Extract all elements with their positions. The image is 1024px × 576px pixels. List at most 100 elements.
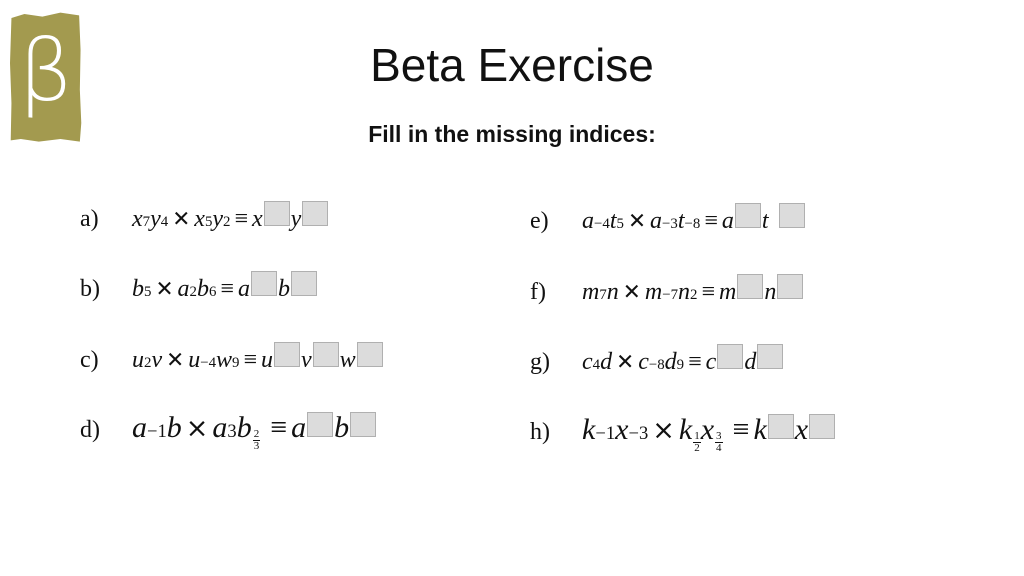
variable: k <box>582 413 596 446</box>
variable: c <box>638 349 649 375</box>
variable: b <box>132 276 144 302</box>
variable: k <box>753 413 767 446</box>
variable: w <box>339 347 356 373</box>
beta-logo: β <box>10 12 82 142</box>
equivalent-icon: ≡ <box>234 206 249 232</box>
variable: a <box>721 208 734 234</box>
equivalent-icon: ≡ <box>243 347 258 373</box>
equivalent-icon: ≡ <box>270 411 288 444</box>
question-label: b) <box>80 276 100 302</box>
variable: a <box>291 411 307 444</box>
multiply-icon: × <box>652 415 675 446</box>
variable: a <box>650 208 663 234</box>
answer-box[interactable] <box>307 412 334 437</box>
variable: b <box>236 411 252 444</box>
variable: d <box>664 349 677 375</box>
variable: y <box>290 206 302 232</box>
variable: t <box>677 208 685 234</box>
variable: k <box>678 413 693 446</box>
variable: a <box>237 276 250 302</box>
variable: y <box>212 206 224 232</box>
denominator: 3 <box>253 440 260 452</box>
variable: t <box>761 208 769 234</box>
variable: c <box>582 349 593 375</box>
multiply-icon: ✕ <box>627 209 647 234</box>
answer-box[interactable] <box>312 342 339 367</box>
instructions: Fill in the missing indices: <box>368 121 656 147</box>
question-label: e) <box>530 208 549 234</box>
variable: a <box>582 208 594 234</box>
multiply-icon: × <box>185 413 209 444</box>
beta-logo-icon: β <box>18 21 74 121</box>
multiply-icon: ✕ <box>622 280 641 305</box>
variable: m <box>644 279 663 305</box>
numerator: 2 <box>252 428 261 441</box>
variable: c <box>705 349 717 375</box>
question-label: a) <box>80 206 99 232</box>
multiply-icon: ✕ <box>172 207 191 232</box>
numerator: 1 <box>693 430 701 443</box>
answer-box[interactable] <box>717 344 744 369</box>
variable: a <box>177 276 190 302</box>
multiply-icon: ✕ <box>166 348 185 373</box>
equivalent-icon: ≡ <box>220 276 234 302</box>
answer-box[interactable] <box>356 342 383 367</box>
answer-box[interactable] <box>809 414 836 439</box>
question-label: f) <box>530 279 546 305</box>
answer-box[interactable] <box>777 274 804 299</box>
variable: n <box>678 279 691 305</box>
variable: b <box>334 411 350 444</box>
answer-box[interactable] <box>350 412 377 437</box>
answer-box[interactable] <box>250 271 277 296</box>
question-label: c) <box>80 347 99 373</box>
answer-box[interactable] <box>302 201 329 226</box>
variable: x <box>794 413 809 446</box>
variable: t <box>609 208 617 234</box>
answer-box[interactable] <box>290 271 317 296</box>
variable: d <box>600 349 613 375</box>
question-label: g) <box>530 349 550 375</box>
page-title: Beta Exercise <box>370 39 654 91</box>
variable: m <box>582 279 600 305</box>
question-label: h) <box>530 419 550 445</box>
question-label: d) <box>80 417 100 443</box>
variable: n <box>606 279 619 305</box>
numerator: 3 <box>715 430 723 443</box>
answer-box[interactable] <box>274 342 301 367</box>
variable: b <box>196 276 209 302</box>
variable: a <box>132 411 147 444</box>
variable: n <box>764 279 777 305</box>
answer-box[interactable] <box>778 203 805 228</box>
answer-box[interactable] <box>767 414 794 439</box>
multiply-icon: ✕ <box>616 350 635 375</box>
answer-box[interactable] <box>263 201 290 226</box>
answer-box[interactable] <box>734 203 761 228</box>
variable: x <box>194 206 205 232</box>
variable: a <box>212 411 228 444</box>
variable: w <box>216 347 233 373</box>
variable: x <box>615 413 629 446</box>
variable: b <box>166 411 182 444</box>
variable: u <box>188 347 201 373</box>
multiply-icon: ✕ <box>155 277 174 302</box>
answer-box[interactable] <box>757 344 784 369</box>
variable: x <box>700 413 715 446</box>
answer-box[interactable] <box>737 274 764 299</box>
variable: m <box>719 279 737 305</box>
